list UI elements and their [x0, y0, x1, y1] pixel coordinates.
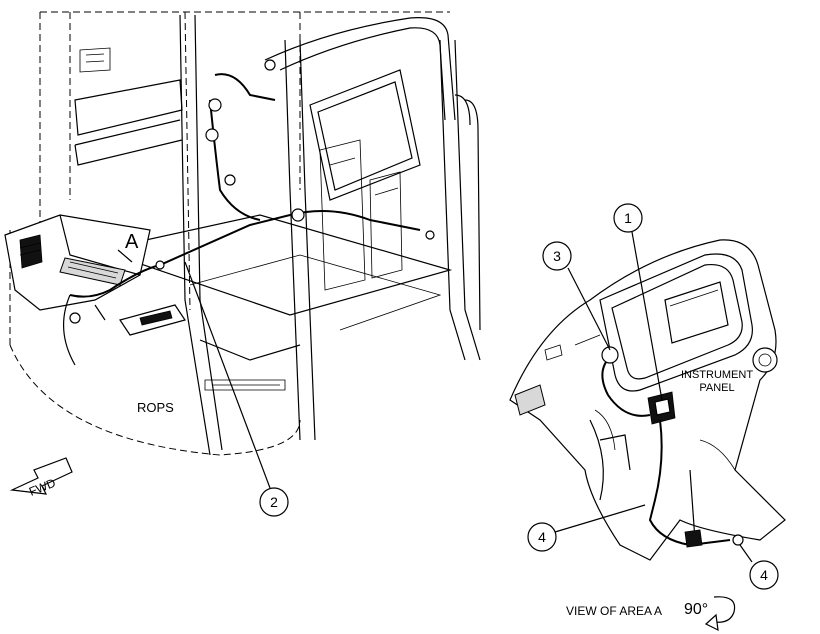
instrument-panel-label-line2: PANEL	[699, 382, 734, 394]
forward-arrow-icon	[9, 457, 73, 495]
view-caption: VIEW OF AREA A	[566, 604, 662, 618]
instrument-panel-view	[509, 239, 786, 561]
rops-label: ROPS	[137, 400, 174, 415]
callout-2-circle	[259, 487, 289, 517]
cab-structure	[4, 11, 481, 456]
callout-4b-circle	[749, 560, 779, 590]
rotation-arrow-icon	[704, 596, 736, 632]
callout-2-label: 2	[270, 494, 278, 510]
fwd-label: FWD	[27, 475, 58, 498]
callout-4b-label: 4	[760, 567, 768, 583]
callout-1-label: 1	[624, 210, 632, 226]
callout-4a-circle	[527, 522, 557, 552]
callout-3-label: 3	[553, 248, 561, 264]
callout-4a-label: 4	[538, 529, 546, 545]
instrument-panel-label-line1: INSTRUMENT	[681, 369, 753, 381]
callout-1-circle	[613, 203, 643, 233]
callout-3-circle	[542, 241, 572, 271]
area-a-label: A	[125, 231, 139, 253]
rotation-label: 90°	[684, 601, 708, 618]
